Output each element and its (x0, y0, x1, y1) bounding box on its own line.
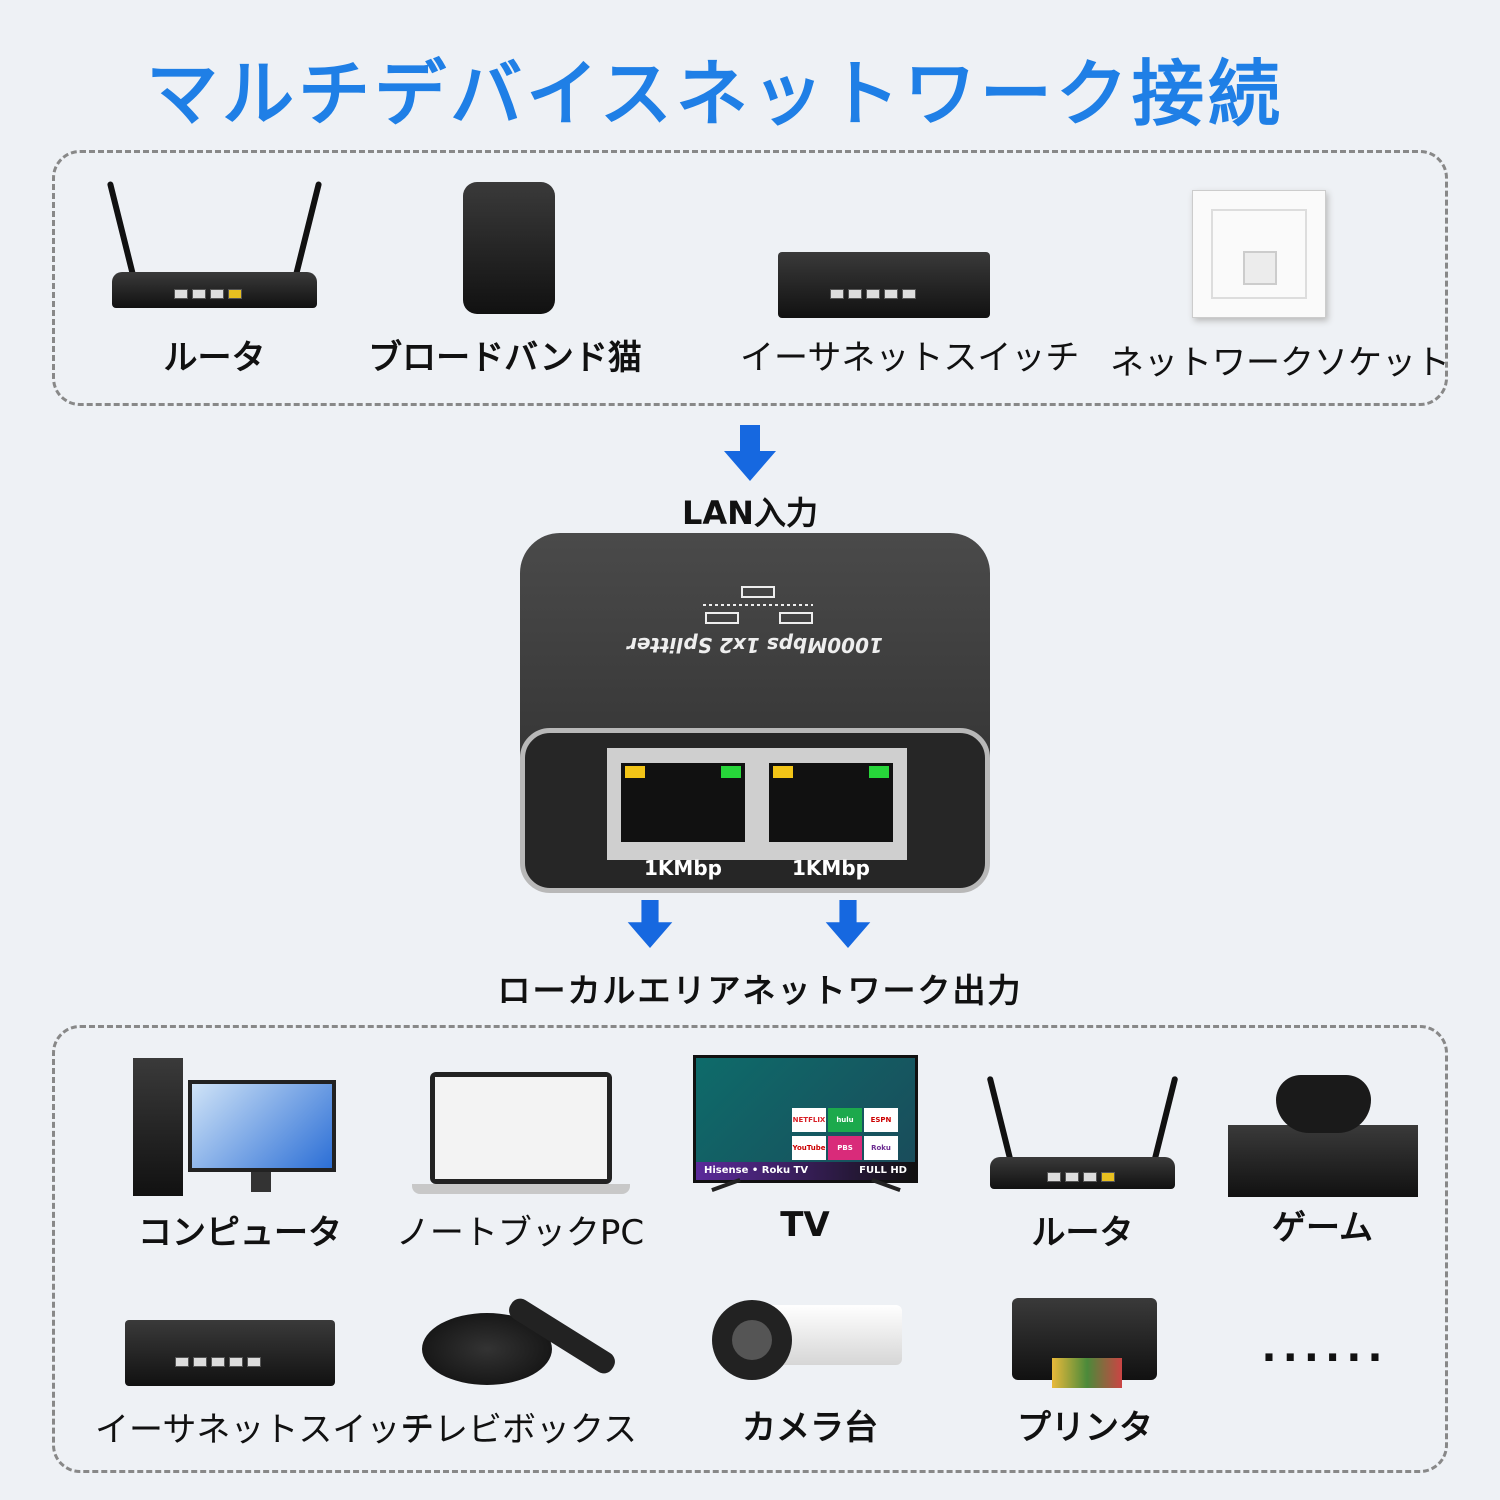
switch-icon (125, 1320, 335, 1386)
output-device-label: ルータ (1031, 1213, 1134, 1253)
tv-app-tile: NETFLIX (792, 1108, 826, 1132)
input-device-label: ネットワークソケット (1110, 343, 1450, 383)
game-console-icon (1228, 1075, 1418, 1197)
page-title: マルチデバイスネットワーク接続 (146, 52, 1284, 136)
modem-icon (463, 182, 555, 314)
printer-icon (1012, 1298, 1157, 1393)
tv-app-tile: YouTube (792, 1136, 826, 1160)
output-device-label: ゲーム (1272, 1208, 1373, 1248)
tv-app-tile: ESPN (864, 1108, 898, 1132)
switch-icon (778, 252, 990, 318)
output-device-label: イーサネットスイッチ (95, 1410, 435, 1450)
laptop-icon (412, 1072, 630, 1197)
input-device-label: ブロードバンド猫 (368, 338, 642, 378)
more-icon: ...... (1261, 1325, 1389, 1371)
splitter-front-panel: 1KMbp 1KMbp (520, 728, 990, 893)
tv-icon: NETFLIX hulu ESPN YouTube PBS Roku Hisen… (693, 1055, 918, 1195)
input-devices-panel (52, 150, 1448, 406)
input-device-label: ルータ (163, 338, 266, 378)
output-device-label: TV (780, 1205, 830, 1245)
tv-brand-text: Hisense • Roku TV (704, 1165, 809, 1176)
ethernet-port-1[interactable] (613, 755, 753, 850)
tv-badge-text: FULL HD (859, 1165, 907, 1176)
splitter-model-text: 1000Mbps 1x2 Splitter (627, 633, 883, 657)
input-device-label: イーサネットスイッチ (740, 338, 1080, 378)
output-device-label: コンピュータ (138, 1213, 342, 1253)
ethernet-splitter: 1000Mbps 1x2 Splitter 1KMbp 1KMbp (520, 533, 990, 893)
port-speed-label: 1KMbp (644, 856, 722, 880)
ethernet-port-2[interactable] (761, 755, 901, 850)
tv-app-tile: hulu (828, 1108, 862, 1132)
tv-app-tile: PBS (828, 1136, 862, 1160)
arrow-down-icon (624, 900, 676, 948)
output-device-label: ノートブックPC (395, 1213, 645, 1253)
port-speed-label: 1KMbp (792, 856, 870, 880)
lan-input-label: LAN入力 (682, 494, 818, 532)
arrow-down-icon (822, 900, 874, 948)
wall-socket-icon (1192, 190, 1326, 318)
router-icon (986, 1075, 1179, 1195)
output-devices-panel (52, 1025, 1448, 1473)
tv-box-icon (422, 1294, 622, 1390)
security-camera-icon (712, 1295, 902, 1390)
network-topology-icon (703, 586, 813, 624)
router-icon (106, 180, 323, 320)
arrow-down-icon (722, 425, 778, 481)
output-device-label: プリンタ (1017, 1408, 1153, 1448)
output-device-label: テレビボックス (400, 1410, 637, 1450)
output-device-label: カメラ台 (742, 1408, 878, 1448)
desktop-computer-icon (133, 1058, 338, 1198)
tv-app-tile: Roku (864, 1136, 898, 1160)
lan-output-label: ローカルエリアネットワーク出力 (497, 971, 1023, 1010)
